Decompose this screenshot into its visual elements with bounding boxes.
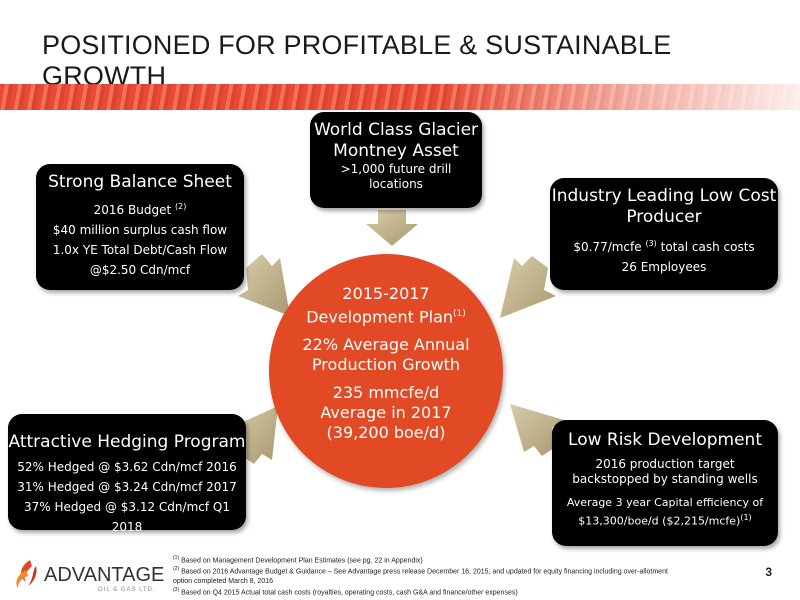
- footnote-2-text: Based on 2016 Advantage Budget & Guidanc…: [173, 568, 668, 585]
- page-number: 3: [765, 565, 772, 579]
- balance-sheet-budget: 2016 Budget (2): [36, 197, 244, 220]
- hedging-heading: Attractive Hedging Program: [8, 432, 246, 452]
- capital-efficiency-value: $13,300/boe/d ($2,215/mcfe): [578, 514, 741, 528]
- arrow-left-top: [238, 254, 290, 316]
- cash-cost-label: total cash costs: [656, 240, 755, 254]
- low-cost-producer-box: Industry Leading Low Cost Producer $0.77…: [550, 178, 778, 290]
- capital-efficiency-sup: (1): [740, 513, 752, 522]
- footnote-1: (1) Based on Management Development Plan…: [173, 554, 673, 565]
- arrow-right-top: [500, 256, 556, 318]
- plan-years: 2015-2017: [342, 284, 430, 303]
- low-cost-line-1: $0.77/mcfe (3) total cash costs: [550, 234, 778, 257]
- glacier-heading-2: Montney Asset: [333, 141, 459, 161]
- balance-sheet-line-4: @$2.50 Cdn/mcf: [89, 263, 191, 277]
- low-risk-development-box: Low Risk Development 2016 production tar…: [552, 420, 778, 546]
- balance-sheet-box: Strong Balance Sheet 2016 Budget (2) $40…: [36, 164, 244, 290]
- footnote-2-mark: (2): [173, 566, 180, 573]
- budget-label: 2016 Budget: [93, 203, 172, 217]
- growth-line-1: 22% Average Annual: [302, 335, 470, 355]
- footnote-1-mark: (1): [173, 555, 180, 561]
- advantage-logo-icon: [16, 560, 37, 588]
- cash-cost-value: $0.77/mcfe: [573, 240, 642, 254]
- hedging-line-1: 52% Hedged @ $3.62 Cdn/mcf 2016: [17, 460, 237, 474]
- plan-label-text: Development Plan: [306, 307, 454, 327]
- hedging-program-box: Attractive Hedging Program 52% Hedged @ …: [8, 414, 246, 534]
- page-title: POSITIONED FOR PROFITABLE & SUSTAINABLE …: [42, 30, 672, 91]
- glacier-heading-1: World Class Glacier: [313, 120, 479, 140]
- footnote-2: (2) Based on 2016 Advantage Budget & Gui…: [173, 565, 673, 585]
- balance-sheet-heading: Strong Balance Sheet: [48, 172, 232, 192]
- arrow-right-bottom: [510, 404, 564, 456]
- balance-sheet-line-2: $40 million surplus cash flow: [52, 223, 228, 237]
- production-line-2: Average in 2017: [320, 403, 452, 423]
- footnotes: (1) Based on Management Development Plan…: [173, 554, 673, 597]
- decorative-band-fade: [0, 84, 800, 110]
- low-risk-line-2: backstopped by standing wells: [572, 472, 758, 486]
- low-risk-heading: Low Risk Development: [568, 430, 762, 450]
- logo-subtitle: OIL & GAS LTD.: [98, 587, 156, 593]
- growth-line-2: Production Growth: [311, 355, 461, 375]
- production-line-3: (39,200 boe/d): [326, 423, 446, 443]
- cash-cost-sup: (3): [645, 239, 657, 248]
- plan-label: Development Plan(1): [269, 304, 503, 327]
- low-risk-line-3: Average 3 year Capital efficiency of: [566, 496, 764, 509]
- low-risk-line-4: $13,300/boe/d ($2,215/mcfe)(1): [552, 510, 778, 529]
- low-cost-heading-2: Producer: [626, 207, 702, 227]
- plan-label-sup: (1): [453, 309, 466, 319]
- low-cost-line-2: 26 Employees: [621, 260, 707, 274]
- logo-wordmark: ADVANTAGE: [44, 564, 165, 586]
- hedging-line-2: 31% Hedged @ $3.24 Cdn/mcf 2017: [17, 480, 237, 494]
- arrow-top: [366, 210, 418, 246]
- development-plan-circle: 2015-2017 Development Plan(1) 22% Averag…: [269, 254, 503, 488]
- low-cost-heading-1: Industry Leading Low Cost: [551, 186, 777, 206]
- hedging-line-3: 37% Hedged @ $3.12 Cdn/mcf Q1 2018: [24, 500, 230, 534]
- balance-sheet-line-3: 1.0x YE Total Debt/Cash Flow: [52, 243, 228, 257]
- footnote-1-text: Based on Management Development Plan Est…: [181, 557, 423, 565]
- production-line-1: 235 mmcfe/d: [332, 383, 440, 403]
- footnote-3-mark: (3): [173, 586, 180, 593]
- footnote-3-text: Based on Q4 2015 Actual total cash costs…: [181, 588, 518, 596]
- budget-sup: (2): [175, 202, 187, 211]
- footnote-3: (3) Based on Q4 2015 Actual total cash c…: [173, 586, 673, 597]
- low-risk-line-1: 2016 production target: [595, 457, 735, 471]
- glacier-line-2: locations: [369, 177, 423, 191]
- glacier-montney-box: World Class Glacier Montney Asset >1,000…: [310, 112, 482, 208]
- glacier-line-1: >1,000 future drill: [340, 162, 452, 176]
